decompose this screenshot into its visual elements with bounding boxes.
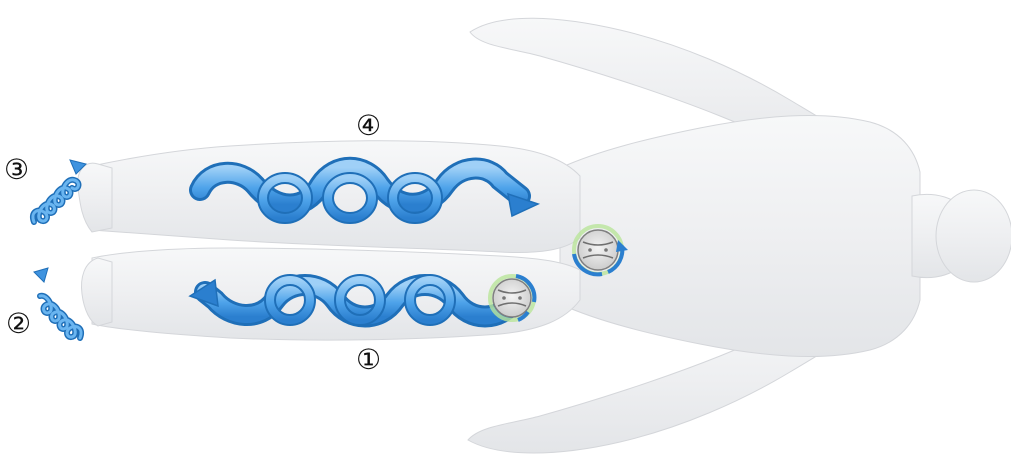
step-label-2: ②: [6, 310, 31, 338]
small-spiral-lower-foot: [34, 268, 81, 338]
pad-dot: [588, 248, 592, 252]
pad-dot: [604, 248, 608, 252]
knee-pad-lower: [490, 276, 534, 320]
lower-foot: [82, 258, 112, 326]
pad-dot: [518, 296, 522, 300]
step-label-1: ①: [356, 346, 381, 374]
step-label-4: ④: [356, 112, 381, 140]
human-body: [78, 18, 1011, 453]
small-spiral-upper-foot: [33, 160, 86, 222]
knee-pad-icon: [578, 230, 618, 270]
head: [936, 190, 1011, 282]
step-label-3: ③: [4, 156, 29, 184]
torso: [560, 115, 920, 356]
upper-foot: [78, 163, 112, 232]
pad-dot: [502, 296, 506, 300]
arrowhead: [34, 268, 48, 282]
knee-pad-icon: [493, 279, 531, 317]
